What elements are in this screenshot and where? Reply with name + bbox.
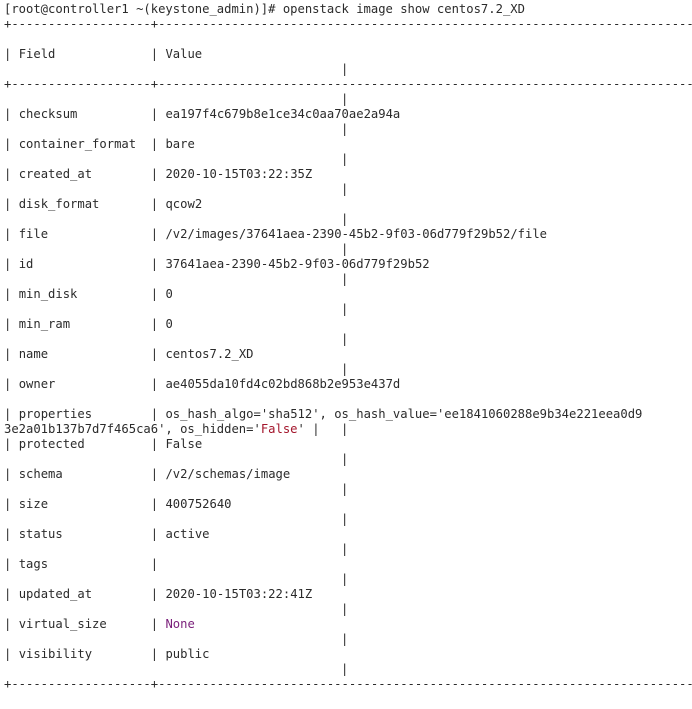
table-row: | container_format | bare (4, 137, 195, 151)
row-value: 0 (165, 287, 173, 301)
row-value: active (165, 527, 210, 541)
row-field: schema (18, 467, 63, 481)
table-cell-edge: | (341, 512, 349, 526)
row-field: status (18, 527, 63, 541)
row-field: min_disk (18, 287, 78, 301)
table-row: | status | active (4, 527, 210, 541)
table-border-header: +-------------------+-------------------… (4, 77, 692, 91)
table-cell-edge: | (341, 482, 349, 496)
row-value: 2020-10-15T03:22:35Z (165, 167, 313, 181)
table-cell-edge: | (341, 662, 349, 676)
row-field: properties (18, 407, 93, 421)
row-value: ae4055da10fd4c02bd868b2e953e437d (165, 377, 401, 391)
table-cell-edge: | (341, 152, 349, 166)
row-field: checksum (18, 107, 78, 121)
row-value: None (165, 617, 195, 631)
table-cell-edge: | (341, 92, 349, 106)
table-row: | name | centos7.2_XD (4, 347, 254, 361)
table-cell-edge: | (341, 422, 349, 436)
row-field: min_ram (18, 317, 71, 331)
row-field: virtual_size (18, 617, 107, 631)
table-cell-edge: | (341, 302, 349, 316)
table-header: | Field | Value (4, 47, 203, 61)
header-field: Field (18, 47, 56, 61)
command-prompt: [root@controller1 ~(keystone_admin)]# op… (4, 2, 525, 16)
table-row: | file | /v2/images/37641aea-2390-45b2-9… (4, 227, 548, 241)
row-field: id (18, 257, 34, 271)
row-value: public (165, 647, 210, 661)
table-cell-edge: | (341, 272, 349, 286)
table-row: | visibility | public (4, 647, 210, 661)
table-row: | disk_format | qcow2 (4, 197, 203, 211)
row-field: file (18, 227, 49, 241)
table-cell-edge: | (341, 602, 349, 616)
row-value: bare (165, 137, 195, 151)
table-cell-edge: | (341, 452, 349, 466)
row-value: /v2/images/37641aea-2390-45b2-9f03-06d77… (165, 227, 548, 241)
row-value: ea197f4c679b8e1ce34c0aa70ae2a94a (165, 107, 401, 121)
row-field: size (18, 497, 49, 511)
table-row: | owner | ae4055da10fd4c02bd868b2e953e43… (4, 377, 401, 391)
table-row: | updated_at | 2020-10-15T03:22:41Z (4, 587, 313, 601)
table-cell-edge: | (341, 182, 349, 196)
table-cell-edge: | (341, 242, 349, 256)
row-value: /v2/schemas/image (165, 467, 291, 481)
row-value-wrap: 3e2a01b137b7d7f465ca6', os_hidden='False… (4, 422, 320, 436)
row-field: name (18, 347, 49, 361)
table-row: | tags | (4, 557, 166, 571)
table-row: | size | 400752640 (4, 497, 232, 511)
row-field: owner (18, 377, 56, 391)
row-field: created_at (18, 167, 93, 181)
table-row: | created_at | 2020-10-15T03:22:35Z (4, 167, 313, 181)
table-row: | id | 37641aea-2390-45b2-9f03-06d779f29… (4, 257, 430, 271)
false-keyword: False (260, 422, 298, 436)
row-field: visibility (18, 647, 93, 661)
table-cell-edge: | (341, 212, 349, 226)
header-value: Value (165, 47, 203, 61)
row-field: container_format (18, 137, 137, 151)
table-cell-edge: | (341, 542, 349, 556)
table-border-bottom: +-------------------+-------------------… (4, 677, 692, 691)
row-field: disk_format (18, 197, 100, 211)
table-row: | min_ram | 0 (4, 317, 173, 331)
row-field: tags (18, 557, 49, 571)
row-value: os_hash_algo='sha512', os_hash_value='ee… (165, 407, 643, 421)
table-row: | properties | os_hash_algo='sha512', os… (4, 407, 643, 421)
table-cell-edge: | (341, 122, 349, 136)
row-value: 0 (165, 317, 173, 331)
row-field: updated_at (18, 587, 93, 601)
table-row: | virtual_size | None (4, 617, 195, 631)
table-cell-edge: | (341, 62, 349, 76)
table-row: | checksum | ea197f4c679b8e1ce34c0aa70ae… (4, 107, 401, 121)
row-value: 400752640 (165, 497, 232, 511)
table-cell-edge: | (341, 572, 349, 586)
table-cell-edge: | (341, 362, 349, 376)
table-row: | protected | False (4, 437, 203, 451)
table-cell-edge: | (341, 632, 349, 646)
table-cell-edge: | (341, 332, 349, 346)
row-value: 2020-10-15T03:22:41Z (165, 587, 313, 601)
row-value: 37641aea-2390-45b2-9f03-06d779f29b52 (165, 257, 430, 271)
row-value: qcow2 (165, 197, 203, 211)
table-row: | schema | /v2/schemas/image (4, 467, 291, 481)
table-border-top: +-------------------+-------------------… (4, 17, 692, 31)
table-row: | min_disk | 0 (4, 287, 173, 301)
row-field: protected (18, 437, 85, 451)
row-value: centos7.2_XD (165, 347, 254, 361)
row-value: False (165, 437, 203, 451)
